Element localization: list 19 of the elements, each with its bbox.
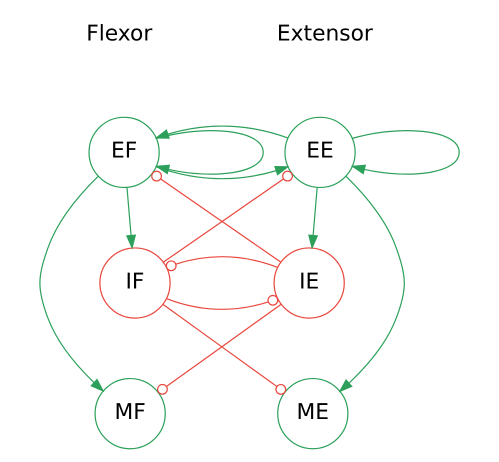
arrow	[126, 188, 136, 250]
node-circle: MF	[94, 378, 166, 450]
connector	[151, 170, 281, 263]
node-circle: ME	[277, 378, 348, 450]
label: Flexor	[86, 21, 152, 46]
arrow	[156, 166, 290, 180]
label: Extensor	[276, 21, 373, 46]
arrow	[338, 176, 405, 393]
arrow	[350, 130, 460, 175]
node-circle: IF	[99, 247, 171, 319]
connector	[166, 256, 278, 272]
connector	[163, 170, 294, 263]
arrow	[308, 188, 318, 250]
arrow	[39, 176, 104, 392]
connector	[166, 294, 278, 310]
arrow	[154, 126, 288, 139]
node-circle: EF	[88, 116, 160, 188]
node-circle: EE	[284, 116, 356, 188]
node-circle: IE	[274, 247, 345, 319]
